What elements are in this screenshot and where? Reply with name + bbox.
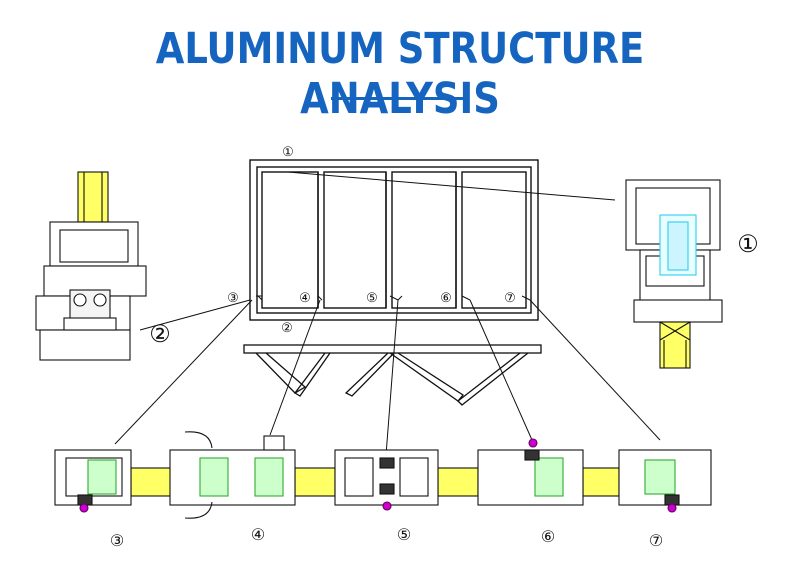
- detail-label-4: ④: [251, 525, 265, 544]
- callout-5: ⑤: [366, 291, 378, 306]
- detail-label-3: ③: [110, 531, 124, 550]
- callout-4: ④: [299, 291, 311, 306]
- detail-label-6: ⑥: [541, 527, 555, 546]
- title-underline: [331, 97, 469, 100]
- detail-label-5: ⑤: [397, 525, 411, 544]
- callout-3: ③: [227, 291, 239, 306]
- detail-2-section: [35, 171, 147, 361]
- leader-lines: [114, 171, 661, 456]
- detail-label-7: ⑦: [649, 531, 663, 550]
- callout-7: ⑦: [504, 291, 516, 306]
- folding-plan: [243, 344, 542, 406]
- window-elevation: [249, 159, 539, 321]
- detail-label-2: ②: [149, 320, 171, 348]
- detail-strip: [54, 431, 712, 519]
- callout-6: ⑥: [440, 291, 452, 306]
- callout-1: ①: [282, 145, 294, 160]
- detail-label-1: ①: [737, 230, 759, 258]
- callout-2: ②: [281, 321, 293, 336]
- detail-1-section: [625, 179, 723, 369]
